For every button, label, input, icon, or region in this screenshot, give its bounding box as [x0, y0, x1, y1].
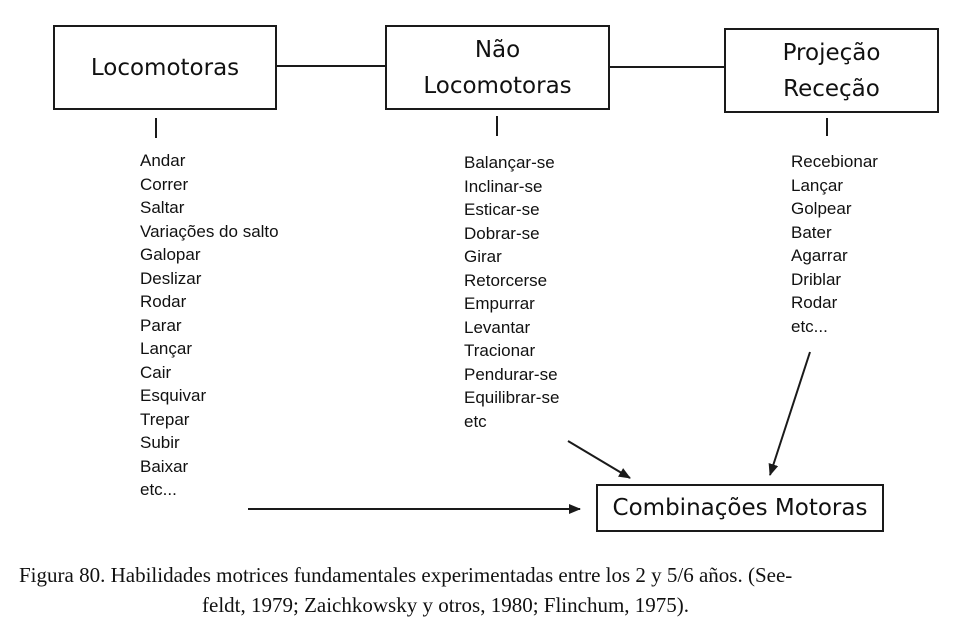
box-nao-locomotoras: Não Locomotoras	[385, 25, 610, 110]
list-item: Driblar	[791, 269, 842, 289]
list-item: Saltar	[140, 198, 185, 217]
list-item: Baixar	[140, 456, 189, 476]
list-item: Girar	[464, 247, 502, 266]
box-locomotoras: Locomotoras	[53, 25, 277, 110]
list-item: Balançar-se	[464, 153, 555, 172]
list-nao-locomotoras: Balançar-se Inclinar-se Esticar-se Dobra…	[464, 151, 559, 433]
list-item: Equilibrar-se	[464, 388, 560, 407]
box-nao-locomotoras-line1: Não	[474, 36, 521, 63]
list-item: Retorcerse	[464, 270, 548, 290]
list-item: Trepar	[140, 409, 190, 429]
list-item: Dobrar-se	[464, 223, 540, 243]
box-projecao-line1: Projeção	[782, 39, 881, 66]
list-item: Empurrar	[464, 294, 535, 313]
arrow-from-projecao	[768, 351, 811, 476]
list-item: Inclinar-se	[464, 176, 543, 196]
list-item: Rodar	[791, 293, 838, 312]
list-item: Esquivar	[140, 386, 207, 405]
list-item: etc...	[140, 480, 177, 499]
box-combinacoes-label: Combinações Motoras	[612, 495, 868, 521]
list-item: Deslizar	[140, 268, 202, 288]
list-item: Correr	[140, 174, 189, 194]
list-item: Bater	[791, 222, 832, 242]
list-item: Galopar	[140, 245, 201, 264]
list-projecao-recepcao: Recebionar Lançar Golpear Bater Agarrar …	[791, 150, 878, 338]
list-item: Rodar	[140, 292, 187, 311]
list-item: Lançar	[140, 339, 192, 358]
list-locomotoras: Andar Correr Saltar Variações do salto G…	[140, 149, 279, 502]
list-item: etc	[464, 411, 487, 431]
box-projecao-line2: Receção	[783, 75, 880, 102]
arrow-from-nao-locomotoras	[567, 440, 631, 479]
list-item: Pendurar-se	[464, 364, 558, 384]
list-item: Variações do salto	[140, 221, 279, 241]
list-item: Levantar	[464, 317, 531, 337]
box-projecao-recepcao: Projeção Receção	[724, 28, 939, 113]
box-locomotoras-label: Locomotoras	[90, 54, 240, 81]
list-item: Subir	[140, 433, 180, 452]
caption-line-1: Figura 80. Habilidades motrices fundamen…	[19, 563, 793, 587]
box-nao-locomotoras-line2: Locomotoras	[423, 72, 572, 99]
list-item: etc...	[791, 316, 828, 336]
list-item: Esticar-se	[464, 200, 540, 219]
list-item: Andar	[140, 151, 186, 170]
list-item: Tracionar	[464, 341, 536, 360]
list-item: Recebionar	[791, 152, 878, 171]
list-item: Golpear	[791, 199, 852, 218]
list-item: Lançar	[791, 175, 843, 195]
list-item: Parar	[140, 315, 182, 335]
list-item: Agarrar	[791, 246, 848, 265]
caption-line-2: feldt, 1979; Zaichkowsky y otros, 1980; …	[202, 593, 690, 617]
list-item: Cair	[140, 362, 172, 382]
box-combinacoes-motoras: Combinações Motoras	[596, 484, 884, 532]
